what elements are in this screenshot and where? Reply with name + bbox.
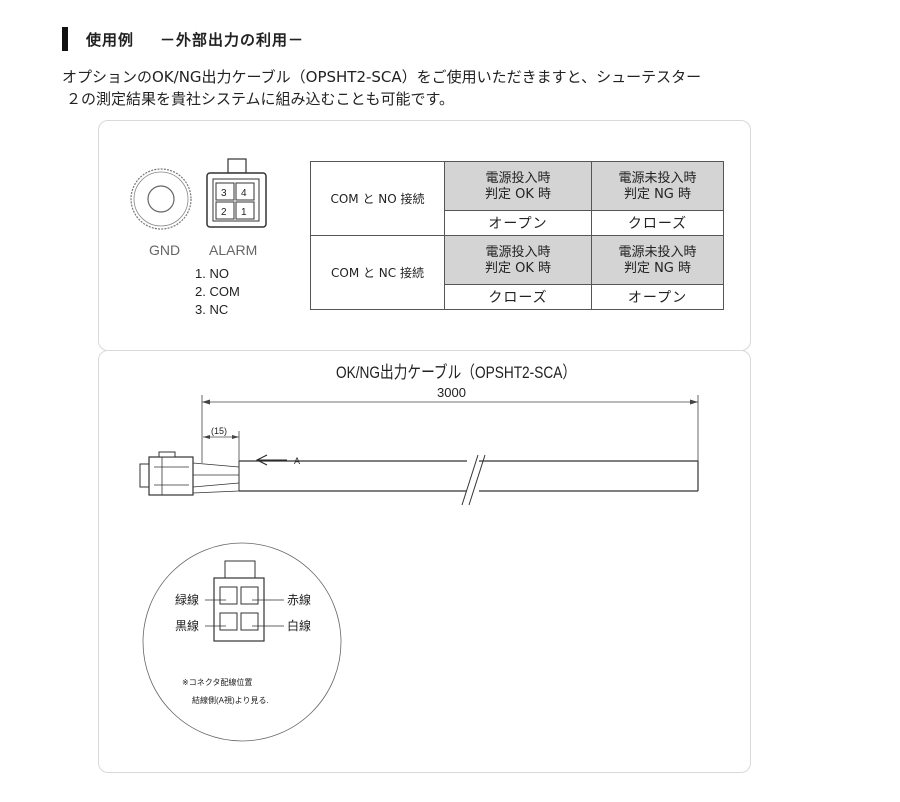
heading-title: 使用例 — [86, 30, 135, 49]
logic-table: COM と NO 接続 電源投入時 判定 OK 時 電源未投入時 判定 NG 時… — [310, 161, 724, 310]
state-cell: 電源投入時 判定 OK 時 — [444, 235, 592, 285]
state-line: 電源投入時 — [485, 171, 551, 186]
section-heading: 使用例 －外部出力の利用－ — [62, 27, 304, 51]
wire-green-label: 緑線 — [175, 592, 199, 607]
wiring-note-2: 結線側(A視)より見る. — [192, 695, 269, 705]
pin-4-label: 4 — [241, 188, 247, 199]
result-cell: クローズ — [591, 210, 724, 236]
wire-white-label: 白線 — [287, 618, 311, 633]
wire-red-label: 赤線 — [287, 592, 311, 607]
wiring-note-1: ※コネクタ配線位置 — [182, 677, 252, 687]
connector-diagram: 3 4 2 1 GND ALARM 1. NO 2. COM 3. NC — [130, 158, 267, 317]
result-cell: オープン — [591, 284, 724, 310]
wiring-detail — [142, 542, 342, 742]
pin-list-item: 3. NC — [195, 302, 228, 317]
state-line: 判定 OK 時 — [484, 187, 552, 202]
pin-list-item: 1. NO — [195, 266, 229, 281]
gnd-label: GND — [149, 242, 180, 258]
intro-line-1: オプションのOK/NG出力ケーブル（OPSHT2-SCA）をご使用いただきますと… — [62, 68, 702, 86]
intro-line-2: ２の測定結果を貴社システムに組み込むことも可能です。 — [66, 90, 455, 108]
gnd-terminal-icon — [130, 168, 192, 230]
pin-3-label: 3 — [221, 188, 227, 199]
state-line: 電源投入時 — [485, 245, 551, 260]
result-cell: クローズ — [444, 284, 592, 310]
heading-bar — [62, 27, 68, 51]
cable-diagram: OK/NG出力ケーブル（OPSHT2-SCA） 3000 (15) A — [139, 362, 699, 742]
offset-dimension — [203, 431, 240, 463]
heading-subtitle: －外部出力の利用－ — [160, 30, 305, 49]
intro-text: オプションのOK/NG出力ケーブル（OPSHT2-SCA）をご使用いただきますと… — [62, 66, 701, 110]
state-line: 判定 NG 時 — [623, 187, 692, 202]
table-row: クローズ オープン — [311, 284, 724, 310]
table-row: COM と NO 接続 電源投入時 判定 OK 時 電源未投入時 判定 NG 時 — [310, 161, 724, 236]
cable-drawing-panel: OK/NG出力ケーブル（OPSHT2-SCA） 3000 (15) A — [98, 350, 751, 773]
pin-2-label: 2 — [221, 207, 227, 218]
table-row: COM と NC 接続 電源投入時 判定 OK 時 電源未投入時 判定 NG 時 — [310, 235, 724, 310]
cable-body — [238, 454, 699, 506]
pin-list-item: 2. COM — [195, 284, 240, 299]
length-dimension — [201, 395, 699, 463]
view-arrow-icon — [255, 454, 287, 466]
state-cell: 電源投入時 判定 OK 時 — [444, 161, 592, 211]
state-line: 判定 NG 時 — [623, 261, 692, 276]
state-cell: 電源未投入時 判定 NG 時 — [591, 161, 724, 211]
row-header: COM と NO 接続 — [310, 161, 445, 236]
cable-title: OK/NG出力ケーブル（OPSHT2-SCA） — [336, 362, 576, 382]
state-line: 電源未投入時 — [618, 245, 697, 260]
offset-label: (15) — [211, 426, 227, 436]
table-row: オープン クローズ — [311, 210, 724, 236]
result-cell: オープン — [444, 210, 592, 236]
state-line: 判定 OK 時 — [484, 261, 552, 276]
row-header: COM と NC 接続 — [310, 235, 445, 310]
pin-1-label: 1 — [241, 207, 247, 218]
cable-connector-icon — [139, 451, 240, 496]
alarm-connector-icon — [206, 158, 267, 228]
wire-black-label: 黒線 — [175, 618, 199, 633]
alarm-label: ALARM — [209, 242, 257, 258]
length-label: 3000 — [437, 385, 466, 400]
state-cell: 電源未投入時 判定 NG 時 — [591, 235, 724, 285]
state-line: 電源未投入時 — [618, 171, 697, 186]
connector-logic-panel: 3 4 2 1 GND ALARM 1. NO 2. COM 3. NC COM… — [98, 120, 751, 351]
